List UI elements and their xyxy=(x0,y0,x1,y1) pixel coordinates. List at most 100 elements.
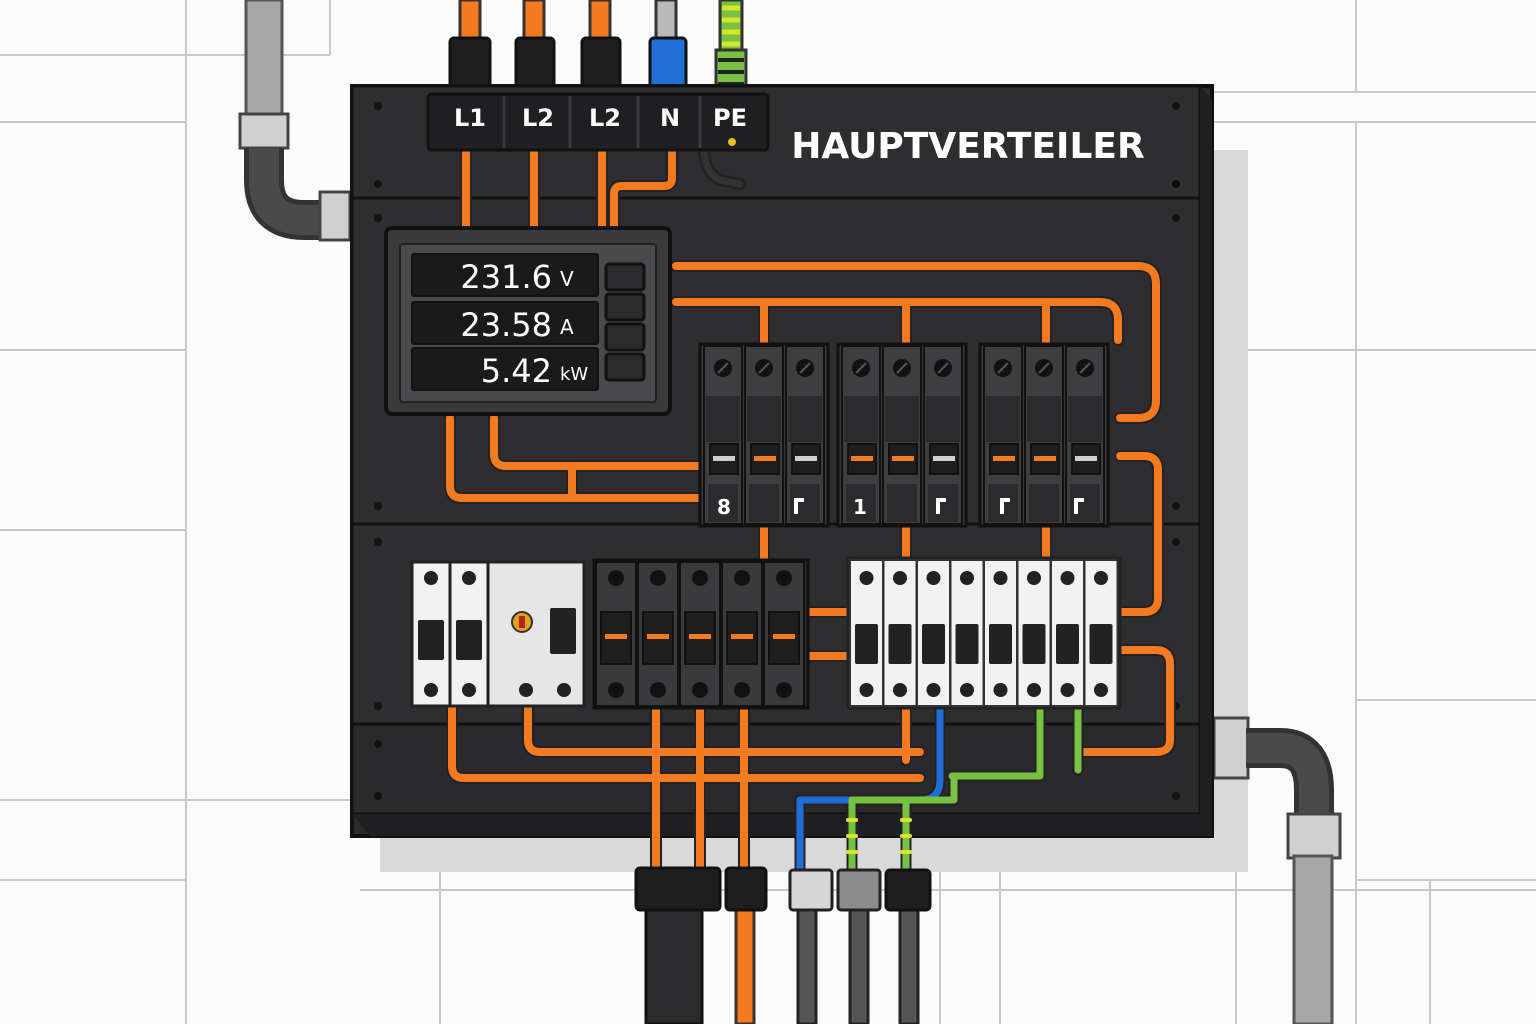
screw-icon xyxy=(374,214,382,222)
screw-icon xyxy=(692,682,708,698)
white-breaker[interactable] xyxy=(448,560,490,708)
terminal-label-l3: L2 xyxy=(589,104,621,132)
screw-icon xyxy=(608,682,624,698)
breaker-toggle[interactable] xyxy=(1022,624,1046,664)
screw-icon xyxy=(519,683,533,697)
breaker-pole[interactable] xyxy=(882,345,922,525)
screw-icon xyxy=(776,570,792,586)
meter-button-1[interactable] xyxy=(604,262,646,292)
screw-icon xyxy=(1094,571,1108,585)
panel-screws xyxy=(374,102,1180,800)
breaker-pole[interactable] xyxy=(1024,345,1064,525)
breaker-toggle[interactable] xyxy=(1056,624,1079,664)
breaker-toggle[interactable] xyxy=(1089,624,1113,664)
dark-breaker[interactable] xyxy=(763,561,805,707)
indicator-light-icon xyxy=(795,456,817,461)
indicator-light-icon xyxy=(728,138,736,146)
dark-breaker[interactable] xyxy=(679,561,721,707)
screw-icon xyxy=(859,571,874,585)
indicator-light-icon xyxy=(892,456,914,461)
breaker-toggle[interactable] xyxy=(418,620,444,660)
breaker-pole[interactable] xyxy=(923,345,963,525)
breaker-pole[interactable] xyxy=(703,345,743,525)
screw-icon xyxy=(1172,538,1180,546)
dark-breaker[interactable] xyxy=(721,561,763,707)
power-reading: 5.42 xyxy=(481,352,552,390)
screw-icon xyxy=(692,570,708,586)
current-unit: A xyxy=(560,315,574,339)
white-breaker[interactable] xyxy=(949,559,985,707)
neutral-earth-wiring xyxy=(698,142,1084,878)
meter-button-4[interactable] xyxy=(604,352,646,382)
screw-icon xyxy=(1172,214,1180,222)
rcd-toggle[interactable] xyxy=(550,608,576,654)
indicator-light-icon xyxy=(993,456,1015,461)
screw-icon xyxy=(1172,792,1180,800)
breaker-pole[interactable] xyxy=(841,345,881,525)
white-breaker[interactable] xyxy=(410,560,452,708)
screw-icon xyxy=(650,682,666,698)
screw-icon xyxy=(993,683,1008,697)
meter-button-2[interactable] xyxy=(604,292,646,322)
upper-breaker-groups: 8 1 xyxy=(698,342,1110,528)
pole-marker xyxy=(1074,498,1084,502)
screw-icon xyxy=(1027,571,1041,585)
screw-icon xyxy=(1060,571,1075,585)
indicator-light-icon xyxy=(689,634,711,639)
upper-breaker-group xyxy=(978,342,1110,528)
white-breaker[interactable] xyxy=(916,559,951,707)
screw-icon xyxy=(374,792,382,800)
pole-marker xyxy=(936,498,940,514)
screw-icon xyxy=(608,570,624,586)
breaker-toggle[interactable] xyxy=(888,624,912,664)
breaker-toggle[interactable] xyxy=(955,624,979,664)
voltage-unit: V xyxy=(560,267,574,291)
terminal-label-n: N xyxy=(660,104,680,132)
indicator-light-icon xyxy=(1034,456,1056,461)
breaker-toggle[interactable] xyxy=(456,620,482,660)
breaker-toggle[interactable] xyxy=(989,624,1012,664)
screw-icon xyxy=(960,571,974,585)
screw-icon xyxy=(424,571,438,585)
voltage-reading: 231.6 xyxy=(460,258,552,296)
screw-icon xyxy=(462,683,476,697)
screw-icon xyxy=(1172,180,1180,188)
terminal-block: L1 L2 L2 N PE xyxy=(426,92,770,152)
white-breaker[interactable] xyxy=(882,559,918,707)
breaker-pole[interactable] xyxy=(1065,345,1105,525)
white-breaker[interactable] xyxy=(849,559,884,707)
white-breaker[interactable] xyxy=(1016,559,1052,707)
screw-icon xyxy=(374,180,382,188)
phase-wiring xyxy=(444,142,1176,878)
screw-icon xyxy=(374,702,382,710)
breaker-pole[interactable] xyxy=(744,345,784,525)
indicator-light-icon xyxy=(754,456,776,461)
white-breaker[interactable] xyxy=(983,559,1018,707)
white-breaker[interactable] xyxy=(1083,559,1119,707)
indicator-light-icon xyxy=(773,634,795,639)
meter-button-3[interactable] xyxy=(604,322,646,352)
indicator-light-icon xyxy=(647,634,669,639)
pole-marker xyxy=(1074,498,1078,514)
screw-icon xyxy=(374,102,382,110)
screw-icon xyxy=(557,683,571,697)
indicator-light-icon xyxy=(731,634,753,639)
outgoing-cables xyxy=(634,866,932,1024)
terminal-label-pe: PE xyxy=(713,104,747,132)
pole-marker xyxy=(1000,498,1010,502)
left-conduit xyxy=(238,0,352,242)
indicator-light-icon xyxy=(933,456,955,461)
breaker-toggle[interactable] xyxy=(855,624,878,664)
breaker-toggle[interactable] xyxy=(922,624,945,664)
white-breaker[interactable] xyxy=(1050,559,1085,707)
right-conduit xyxy=(1212,716,1342,1024)
dark-breaker[interactable] xyxy=(637,561,679,707)
breaker-pole[interactable] xyxy=(785,345,825,525)
terminal-label-l2: L2 xyxy=(522,104,554,132)
screw-icon xyxy=(893,571,907,585)
screw-icon xyxy=(926,683,941,697)
power-unit: kW xyxy=(560,364,588,385)
breaker-pole[interactable] xyxy=(983,345,1023,525)
pole-marker xyxy=(794,498,798,514)
dark-breaker[interactable] xyxy=(595,561,637,707)
